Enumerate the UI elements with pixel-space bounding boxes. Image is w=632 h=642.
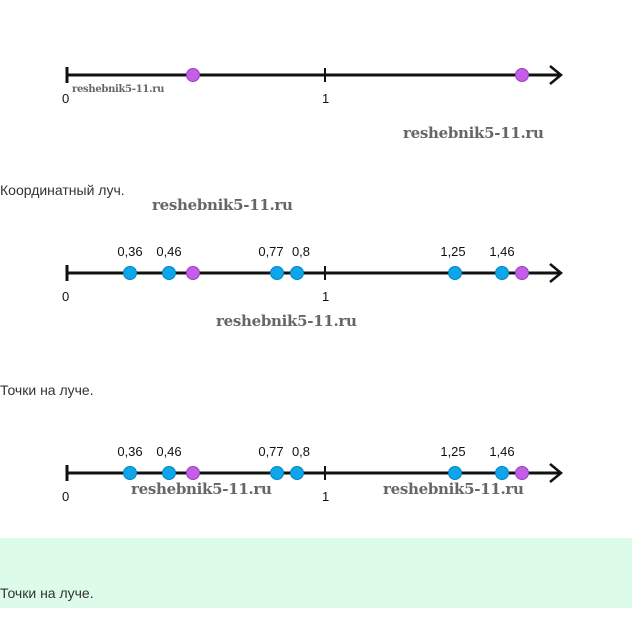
blue-point xyxy=(495,466,509,480)
blue-point xyxy=(162,466,176,480)
arrow-head-icon xyxy=(549,463,563,483)
point-label: 0,36 xyxy=(117,444,142,459)
blue-point xyxy=(270,266,284,280)
tick-label-0: 0 xyxy=(62,289,69,304)
caption-coordinate-ray: Координатный луч. xyxy=(0,182,125,198)
point-label: 1,46 xyxy=(489,244,514,259)
purple-point xyxy=(515,266,529,280)
tick-label-0: 0 xyxy=(62,489,69,504)
point-label: 0,8 xyxy=(292,244,310,259)
watermark: reshebnik5-11.ru xyxy=(131,480,272,498)
number-ray-2: 0 1 0,36 0,46 0,77 0,8 1,25 1,46 xyxy=(62,244,563,304)
point-label: 1,25 xyxy=(440,244,465,259)
blue-point xyxy=(290,466,304,480)
watermark: reshebnik5-11.ru xyxy=(403,124,544,142)
arrow-head-icon xyxy=(549,263,563,283)
point-label: 0,46 xyxy=(156,444,181,459)
blue-point xyxy=(123,466,137,480)
point-label: 0,46 xyxy=(156,244,181,259)
caption-points-on-ray: Точки на луче. xyxy=(0,382,94,398)
watermark: reshebnik5-11.ru xyxy=(72,84,165,95)
blue-point xyxy=(448,466,462,480)
point-label: 0,8 xyxy=(292,444,310,459)
tick-label-1: 1 xyxy=(322,489,329,504)
blue-point xyxy=(162,266,176,280)
arrow-head-icon xyxy=(549,65,563,85)
purple-point xyxy=(515,466,529,480)
number-ray-3: 0 1 0,36 0,46 0,77 0,8 1,25 1,46 xyxy=(62,444,563,504)
tick-label-1: 1 xyxy=(322,289,329,304)
watermark: reshebnik5-11.ru xyxy=(152,196,293,214)
highlight-band xyxy=(0,538,632,608)
point-label: 1,25 xyxy=(440,444,465,459)
caption-points-on-ray-highlighted: Точки на луче. xyxy=(0,585,94,601)
blue-point xyxy=(495,266,509,280)
blue-point xyxy=(270,466,284,480)
point-label: 0,77 xyxy=(258,244,283,259)
blue-point xyxy=(123,266,137,280)
purple-point xyxy=(186,466,200,480)
watermark: reshebnik5-11.ru xyxy=(383,480,524,498)
point-label: 0,36 xyxy=(117,244,142,259)
blue-point xyxy=(290,266,304,280)
tick-label-1: 1 xyxy=(322,91,329,106)
point-label: 0,77 xyxy=(258,444,283,459)
purple-point xyxy=(186,266,200,280)
purple-point xyxy=(186,68,200,82)
point-label: 1,46 xyxy=(489,444,514,459)
blue-point xyxy=(448,266,462,280)
watermark: reshebnik5-11.ru xyxy=(216,312,357,330)
purple-point xyxy=(515,68,529,82)
tick-label-0: 0 xyxy=(62,91,69,106)
